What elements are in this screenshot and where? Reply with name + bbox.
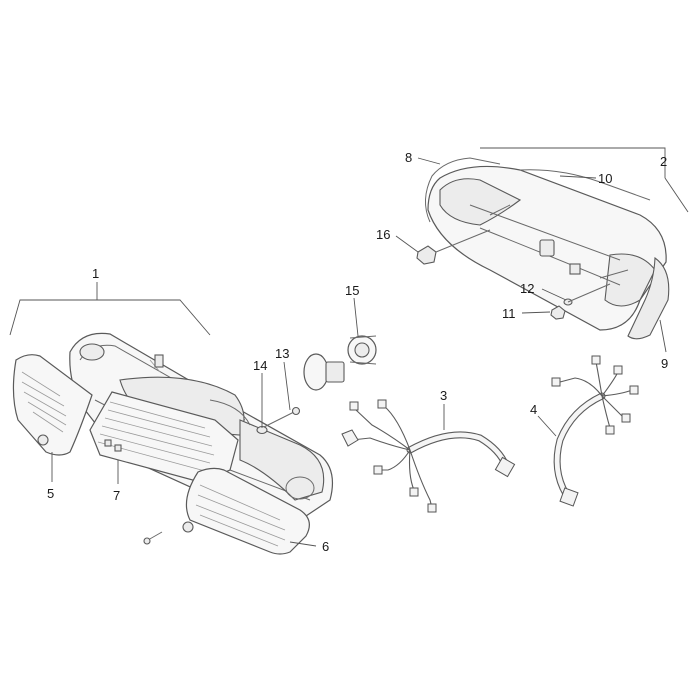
adjust-screw — [256, 406, 301, 435]
tail-lens-left — [425, 157, 501, 223]
tail-harness — [551, 355, 639, 507]
nut-16 — [416, 229, 491, 265]
leader-11 — [521, 311, 551, 314]
leader-4 — [537, 415, 557, 437]
leader-16 — [395, 235, 419, 253]
leader-9 — [659, 319, 667, 353]
leader-15 — [353, 297, 359, 337]
callout-3: 3 — [440, 388, 447, 403]
callout-6: 6 — [322, 539, 329, 554]
tail-light-housing — [427, 165, 667, 331]
screw-bottom — [143, 531, 163, 545]
callout-5: 5 — [47, 486, 54, 501]
callout-9: 9 — [661, 356, 668, 371]
callout-2: 2 — [660, 154, 667, 169]
nut-11-12 — [550, 283, 611, 320]
callout-7: 7 — [113, 488, 120, 503]
callout-14: 14 — [253, 358, 267, 373]
callout-15: 15 — [345, 283, 359, 298]
callout-4: 4 — [530, 402, 537, 417]
headlight-harness — [341, 399, 516, 513]
headlight-bulb — [303, 335, 377, 391]
callout-12: 12 — [520, 281, 534, 296]
tail-lens-top — [519, 169, 651, 201]
leader-8 — [417, 157, 441, 165]
leader-13 — [283, 361, 291, 411]
leader-6 — [289, 541, 317, 547]
bracket-2 — [480, 147, 666, 178]
callout-16: 16 — [376, 227, 390, 242]
leader-12 — [541, 288, 567, 301]
bracket-1 — [9, 299, 211, 336]
callout-10: 10 — [598, 171, 612, 186]
callout-13: 13 — [275, 346, 289, 361]
callout-8: 8 — [405, 150, 412, 165]
reflector-panel — [89, 391, 239, 483]
bracket-2-drop — [664, 177, 689, 213]
right-side-lens — [182, 467, 310, 555]
tail-lens-right — [627, 256, 670, 340]
callout-1: 1 — [92, 266, 99, 281]
leader-10 — [559, 175, 597, 179]
left-side-lens — [12, 354, 93, 456]
callout-11: 11 — [502, 306, 516, 321]
